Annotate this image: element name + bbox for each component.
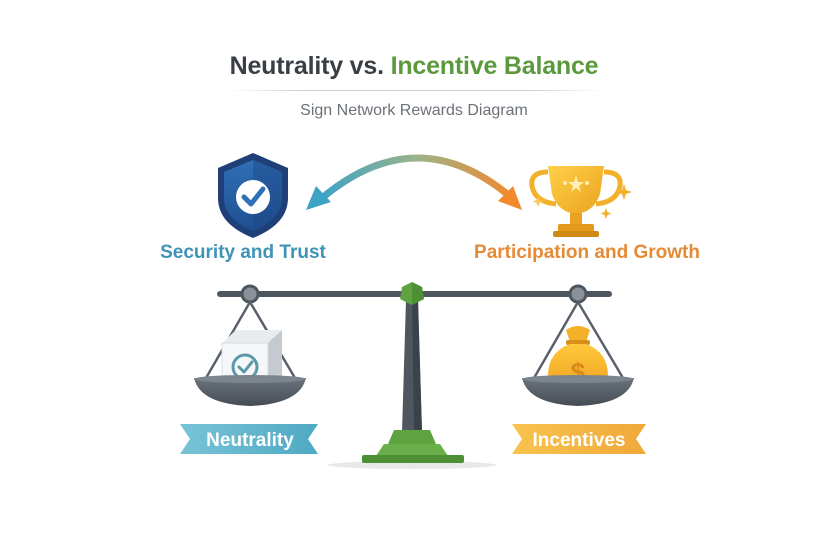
neutrality-banner-label: Neutrality bbox=[206, 430, 294, 451]
participation-growth-label: Participation and Growth bbox=[464, 242, 710, 264]
security-trust-label: Security and Trust bbox=[158, 242, 328, 264]
scale-beam bbox=[217, 282, 612, 305]
right-pan: $ bbox=[522, 302, 634, 406]
scale-pillar bbox=[328, 300, 496, 469]
trophy-icon bbox=[532, 166, 632, 237]
shield-check-icon bbox=[218, 153, 288, 238]
incentives-banner: Incentives bbox=[512, 424, 646, 454]
incentives-banner-label: Incentives bbox=[533, 430, 626, 451]
left-pan bbox=[194, 302, 306, 406]
neutrality-banner: Neutrality bbox=[180, 424, 318, 454]
bidirectional-arrow-icon bbox=[306, 158, 522, 210]
